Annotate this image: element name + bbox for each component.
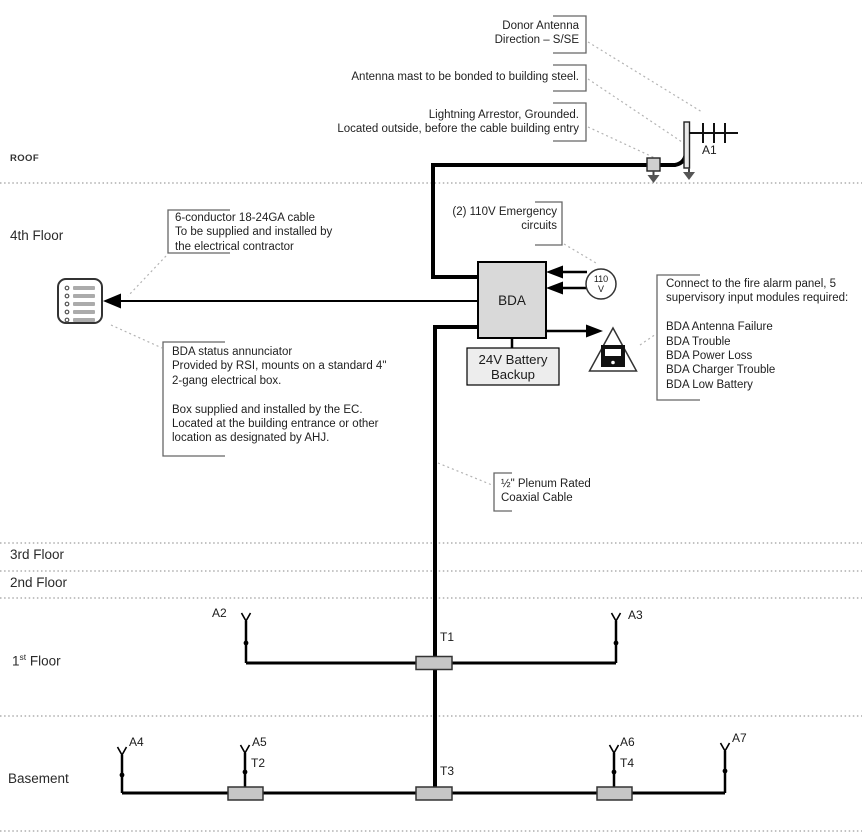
antenna-label-a3: A3 xyxy=(628,608,643,622)
floor-label-2nd: 2nd Floor xyxy=(10,575,68,590)
bda-box xyxy=(477,261,547,339)
callout-status-annunciator: BDA status annunciator Provided by RSI, … xyxy=(172,346,387,445)
callout-conductor-cable: 6-conductor 18-24GA cable To be supplied… xyxy=(175,212,333,253)
callout-lightning-arrestor: Lightning Arrestor, Grounded. Located ou… xyxy=(337,109,579,136)
callout-antenna-mast: Antenna mast to be bonded to building st… xyxy=(351,71,579,83)
lightning-arrestor-icon xyxy=(646,157,661,183)
callout-fire-alarm: Connect to the fire alarm panel, 5 super… xyxy=(666,278,849,391)
callout-plenum-cable: ½" Plenum Rated Coaxial Cable xyxy=(501,478,591,505)
floor-label-3rd: 3rd Floor xyxy=(10,547,65,562)
power-source-label: 110 V xyxy=(593,274,609,294)
floor-label-basement: Basement xyxy=(8,771,69,786)
antenna-label-a4: A4 xyxy=(129,735,144,749)
donor-antenna-icon xyxy=(683,121,738,180)
antenna-label-a1: A1 xyxy=(702,143,717,157)
tap-splitter-boxes xyxy=(227,655,633,801)
antenna-label-a2: A2 xyxy=(212,606,227,620)
callout-brackets xyxy=(162,15,700,512)
floor-label-roof: ROOF xyxy=(10,153,40,164)
cable-junction-dots xyxy=(119,640,728,778)
antenna-label-a7: A7 xyxy=(732,731,747,745)
tap-label-t2: T2 xyxy=(251,756,266,770)
power-source-circle xyxy=(585,268,617,300)
annunciator-icon xyxy=(57,278,103,324)
omni-antenna-symbols xyxy=(116,612,731,757)
antenna-label-a6: A6 xyxy=(620,735,635,749)
fire-alarm-module-icon xyxy=(588,326,638,372)
bda-label: BDA xyxy=(498,292,526,308)
callout-donor-antenna: Donor Antenna Direction – S/SE xyxy=(494,20,579,47)
tap-label-t4: T4 xyxy=(620,756,635,770)
floor-separator-lines xyxy=(0,182,862,832)
callout-emergency-circuits: (2) 110V Emergency circuits xyxy=(452,206,557,233)
arrowheads xyxy=(103,265,603,338)
floor-label-4th: 4th Floor xyxy=(10,228,64,243)
antenna-label-a5: A5 xyxy=(252,735,267,749)
floor-label-1st: 1st Floor xyxy=(12,652,61,669)
battery-backup-label: 24V Battery Backup xyxy=(478,351,548,382)
callout-leader-lines xyxy=(110,41,703,486)
tap-label-t3: T3 xyxy=(440,764,455,778)
tap-label-t1: T1 xyxy=(440,630,455,644)
battery-backup-box xyxy=(466,347,560,386)
